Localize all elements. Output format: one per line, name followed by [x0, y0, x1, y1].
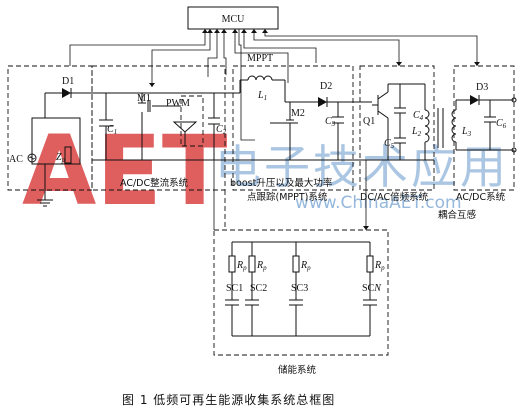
- watermark: AET 电子技术应用 www.ChinaAET.com: [22, 115, 509, 227]
- c5-label: C5: [384, 138, 395, 150]
- acdc-output-circuit: [451, 95, 517, 153]
- mcu-block: [187, 6, 279, 30]
- l3-label: L3: [461, 126, 472, 138]
- l2-label: L2: [411, 126, 422, 138]
- d2-label: D2: [320, 81, 332, 92]
- zp-label: Zp: [56, 152, 66, 164]
- rp-label-n: Rp: [374, 260, 385, 272]
- l1-label: L1: [257, 90, 267, 102]
- figure-caption: 图 1 低频可再生能源收集系统总框图: [122, 392, 335, 407]
- scn-label: SCN: [362, 283, 382, 294]
- watermark-cn-text: 电子技术应用: [215, 140, 509, 194]
- m1-label: M1: [137, 93, 151, 104]
- rp-label-3: Rp: [300, 260, 311, 272]
- acdc-rect-label: AC/DC整流系统: [120, 177, 189, 189]
- boost-label-line2: 点跟踪(MPPT)系统: [247, 191, 328, 203]
- dcac-label: DC/AC倍频系统: [360, 191, 429, 203]
- mppt-label: MPPT: [247, 53, 273, 64]
- d3-label: D3: [476, 82, 488, 93]
- ac-source: [27, 93, 81, 207]
- c6-label: C6: [496, 118, 507, 130]
- d1-label: D1: [62, 76, 74, 87]
- storage-label: 储能系统: [278, 364, 317, 376]
- q1-label: Q1: [363, 116, 375, 127]
- rectifier-circuit: [92, 92, 240, 161]
- c1-label: C1: [107, 124, 117, 136]
- pwm-dashed-box: [180, 95, 204, 147]
- mcu-label: MCU: [222, 14, 246, 25]
- acdc-output-label: AC/DC系统: [456, 191, 506, 203]
- m2-label: M2: [291, 108, 305, 119]
- storage-arrow: [363, 226, 369, 230]
- sc1-label: SC1: [226, 283, 243, 294]
- storage-links: [213, 60, 367, 230]
- dcac-box: [359, 65, 435, 191]
- mcu-signal-lines: [69, 29, 478, 87]
- acdc-rectifier-box: [91, 65, 226, 191]
- rp-label-1: Rp: [236, 260, 247, 272]
- pwm-label: PWM: [166, 98, 190, 109]
- acdc-output-box: [453, 65, 515, 191]
- diode-d1: [45, 88, 92, 98]
- watermark-logo: AET: [22, 115, 227, 227]
- storage-box: [213, 229, 389, 356]
- c3-label: C3: [325, 116, 336, 128]
- rp-label-2: Rp: [256, 260, 267, 272]
- c4-label: C4: [413, 110, 424, 122]
- boost-mppt-box: [232, 65, 354, 191]
- boost-label-line1: boost升压以及最大功率: [230, 177, 333, 189]
- dcac-circuit: [353, 83, 444, 161]
- storage-circuit: [225, 241, 377, 337]
- coupling-label: 耦合互感: [438, 209, 477, 221]
- sc2-label: SC2: [250, 283, 267, 294]
- mcu-arrowheads: [149, 29, 480, 87]
- sc3-label: SC3: [291, 283, 308, 294]
- c2-label: C2: [216, 124, 227, 136]
- ac-label: AC: [9, 154, 23, 165]
- watermark-url: www.ChinaAET.com: [295, 193, 462, 213]
